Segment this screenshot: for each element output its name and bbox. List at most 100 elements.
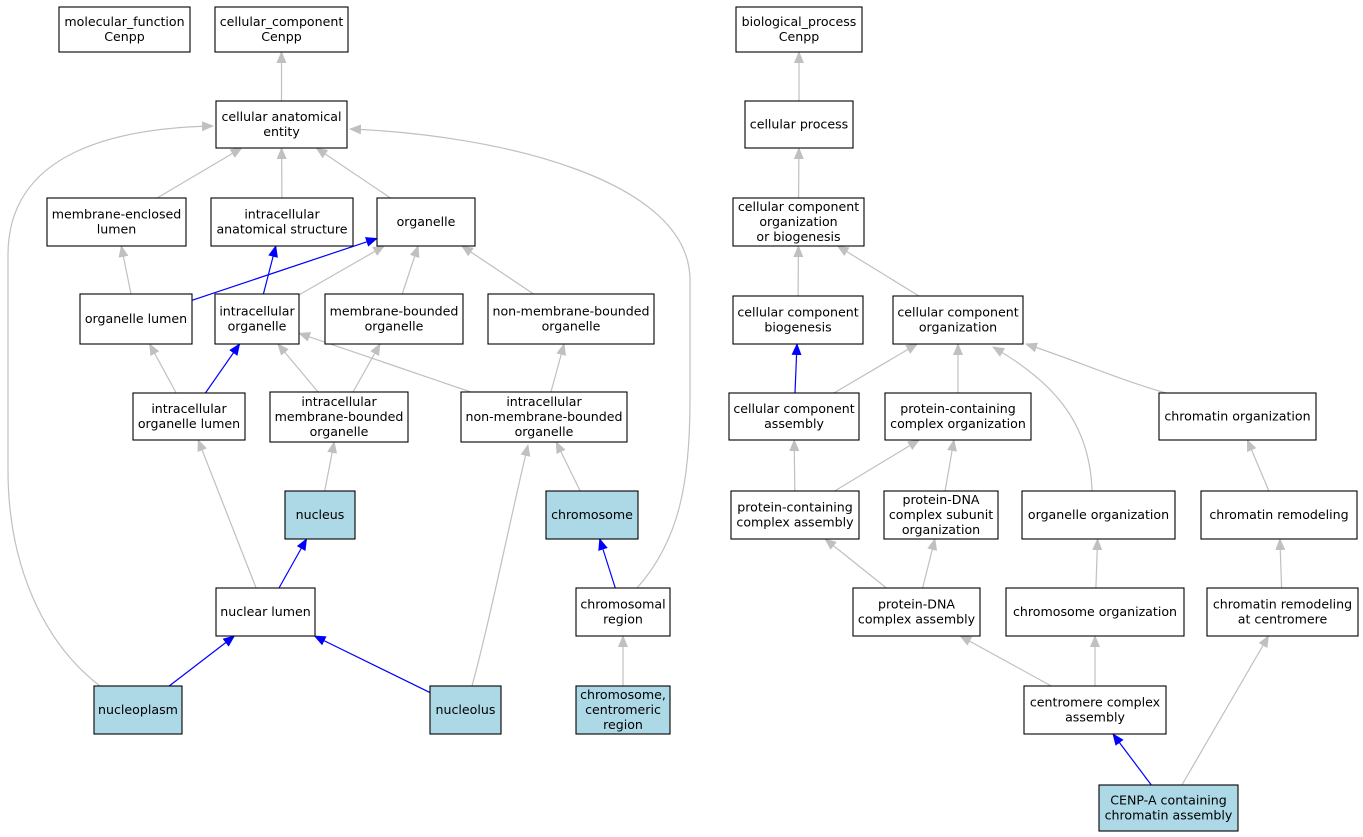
term-label-line: Cenpp <box>104 29 145 44</box>
term-label-line: nuclear lumen <box>220 604 311 619</box>
term-label-line: organization <box>919 320 997 335</box>
edge-no-to-nl <box>313 635 431 694</box>
term-label-line: non-membrane-bounded <box>492 304 649 319</box>
term-label-line: intracellular <box>219 304 295 319</box>
edge-io-to-ias <box>262 245 278 295</box>
term-label-line: Cenpp <box>261 29 302 44</box>
term-label-line: region <box>603 612 643 627</box>
term-box <box>575 685 671 735</box>
term-node-np[interactable]: nucleoplasm <box>93 685 183 735</box>
term-label-line: organelle <box>397 214 456 229</box>
term-label-line: organelle organization <box>1028 507 1169 522</box>
term-node-inmbo[interactable]: intracellularnon-membrane-boundedorganel… <box>460 391 628 443</box>
term-node-nuc[interactable]: nucleus <box>284 490 356 540</box>
edge-pdcso-to-pcco <box>944 439 957 492</box>
edge-cca-to-cco <box>833 343 919 394</box>
term-label-line: organelle <box>310 424 369 439</box>
edge-chrrc-to-chrr <box>1275 538 1286 589</box>
term-box <box>376 197 476 247</box>
edge-nuc-to-imbo <box>324 441 338 492</box>
term-node-cho[interactable]: chromosome organization <box>1005 587 1185 637</box>
term-node-no[interactable]: nucleolus <box>429 685 502 735</box>
term-node-ol[interactable]: organelle lumen <box>79 293 193 345</box>
term-label-line: Cenpp <box>779 29 820 44</box>
term-label-line: membrane-bounded <box>330 304 459 319</box>
term-node-org[interactable]: organelle <box>376 197 476 247</box>
term-label-line: non-membrane-bounded <box>465 409 622 424</box>
edge-ol-to-org <box>191 237 378 301</box>
edge-nl-to-iol <box>197 439 257 589</box>
term-box <box>728 392 860 441</box>
term-label-line: chromosomal <box>580 597 665 612</box>
edge-ol-to-mel <box>118 245 132 295</box>
term-label-line: cellular component <box>737 305 858 320</box>
term-box <box>884 392 1032 441</box>
term-node-chr[interactable]: chromosome <box>545 490 639 540</box>
term-label-line: chromosome organization <box>1013 604 1177 619</box>
term-node-oo[interactable]: organelle organization <box>1021 490 1176 540</box>
term-label-line: cellular anatomical <box>221 109 341 124</box>
term-label-line: cellular component <box>897 305 1018 320</box>
term-box <box>732 295 864 345</box>
term-label-line: chromosome, <box>580 687 666 702</box>
term-label-line: membrane-enclosed <box>52 207 182 222</box>
term-node-chro[interactable]: chromatin organization <box>1158 392 1317 441</box>
term-node-chrr[interactable]: chromatin remodeling <box>1200 490 1358 540</box>
term-box <box>575 587 671 637</box>
term-box <box>1021 490 1176 540</box>
edge-cr-to-cae <box>349 124 691 589</box>
term-node-nl[interactable]: nuclear lumen <box>215 587 316 637</box>
term-label-line: cellular component <box>738 199 859 214</box>
term-box <box>46 197 187 247</box>
edge-np-to-nl <box>168 635 236 687</box>
term-label-line: nucleolus <box>436 702 496 717</box>
term-box <box>215 587 316 637</box>
term-box <box>1005 587 1185 637</box>
term-label-line: centromeric <box>585 702 661 717</box>
term-box <box>269 391 409 443</box>
edge-cca2-to-pdca <box>959 635 1052 687</box>
term-label-line: CENP-A containing <box>1110 793 1227 808</box>
edge-iol-to-io <box>204 343 241 394</box>
term-box <box>1098 784 1239 832</box>
term-label-line: centromere complex <box>1030 695 1161 710</box>
term-node-cp[interactable]: cellular process <box>744 100 854 149</box>
term-label-line: anatomical structure <box>216 222 347 237</box>
term-label-line: cellular process <box>750 117 848 132</box>
term-label-line: nucleoplasm <box>98 702 178 717</box>
term-label-line: protein-DNA <box>878 597 955 612</box>
term-label-line: cellular_component <box>220 14 344 29</box>
term-box <box>324 293 464 345</box>
term-label-line: organelle <box>515 424 574 439</box>
term-label-line: chromatin remodeling <box>1209 507 1348 522</box>
edge-chr-to-inmbo <box>555 441 581 492</box>
term-box <box>730 490 860 540</box>
edge-mbo-to-org <box>401 245 420 295</box>
edge-cco-to-ccob <box>836 245 920 297</box>
term-label-line: protein-DNA <box>902 492 979 507</box>
